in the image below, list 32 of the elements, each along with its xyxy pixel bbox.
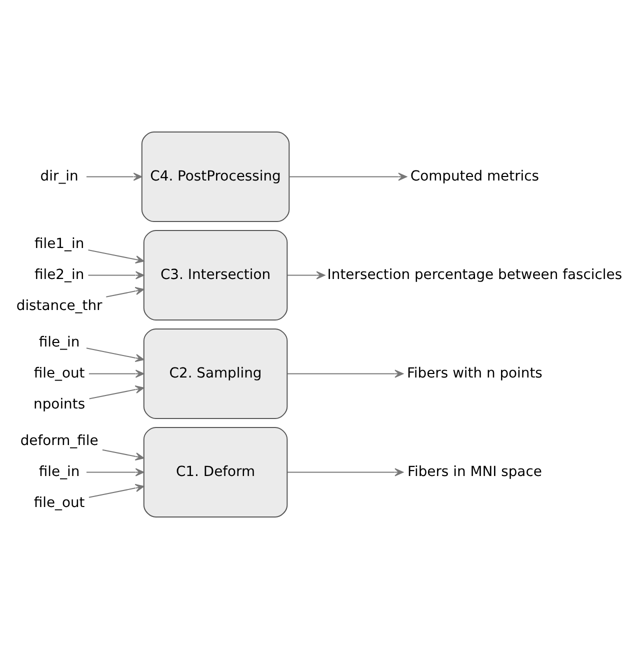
node-text: Fibers in MNI space (407, 463, 542, 480)
arrow (106, 286, 144, 297)
node-text: Intersection percentage between fascicles (327, 266, 622, 282)
arrow (286, 270, 326, 279)
arrow (88, 369, 144, 378)
node-text: dir_in (40, 168, 78, 184)
node-text: file_out (34, 364, 85, 381)
node-text: file_in (38, 463, 80, 480)
node-box: C3. Intersection (143, 229, 288, 320)
arrow (88, 249, 144, 264)
node-box: C1. Deform (143, 426, 288, 518)
arrow (288, 172, 407, 180)
arrow (88, 483, 144, 498)
node-box: C4. PostProcessing (141, 130, 290, 222)
node-text: file2_in (34, 266, 84, 282)
node-text: file_in (38, 334, 80, 350)
arrow (286, 369, 404, 378)
arrow (86, 172, 142, 180)
arrow (88, 270, 144, 279)
arrow (286, 468, 404, 476)
node-box: C2. Sampling (143, 328, 288, 419)
node-text: Computed metrics (410, 168, 540, 184)
arrow (86, 347, 144, 362)
arrow (88, 384, 144, 399)
node-text: npoints (34, 396, 86, 412)
node-text: Fibers with n points (406, 364, 542, 381)
node-text: distance_thr (16, 297, 102, 314)
node-text: file1_in (34, 236, 84, 252)
arrow (86, 468, 144, 476)
node-text: deform_file (20, 432, 98, 449)
node-text: file_out (34, 494, 85, 510)
arrow (102, 448, 144, 460)
